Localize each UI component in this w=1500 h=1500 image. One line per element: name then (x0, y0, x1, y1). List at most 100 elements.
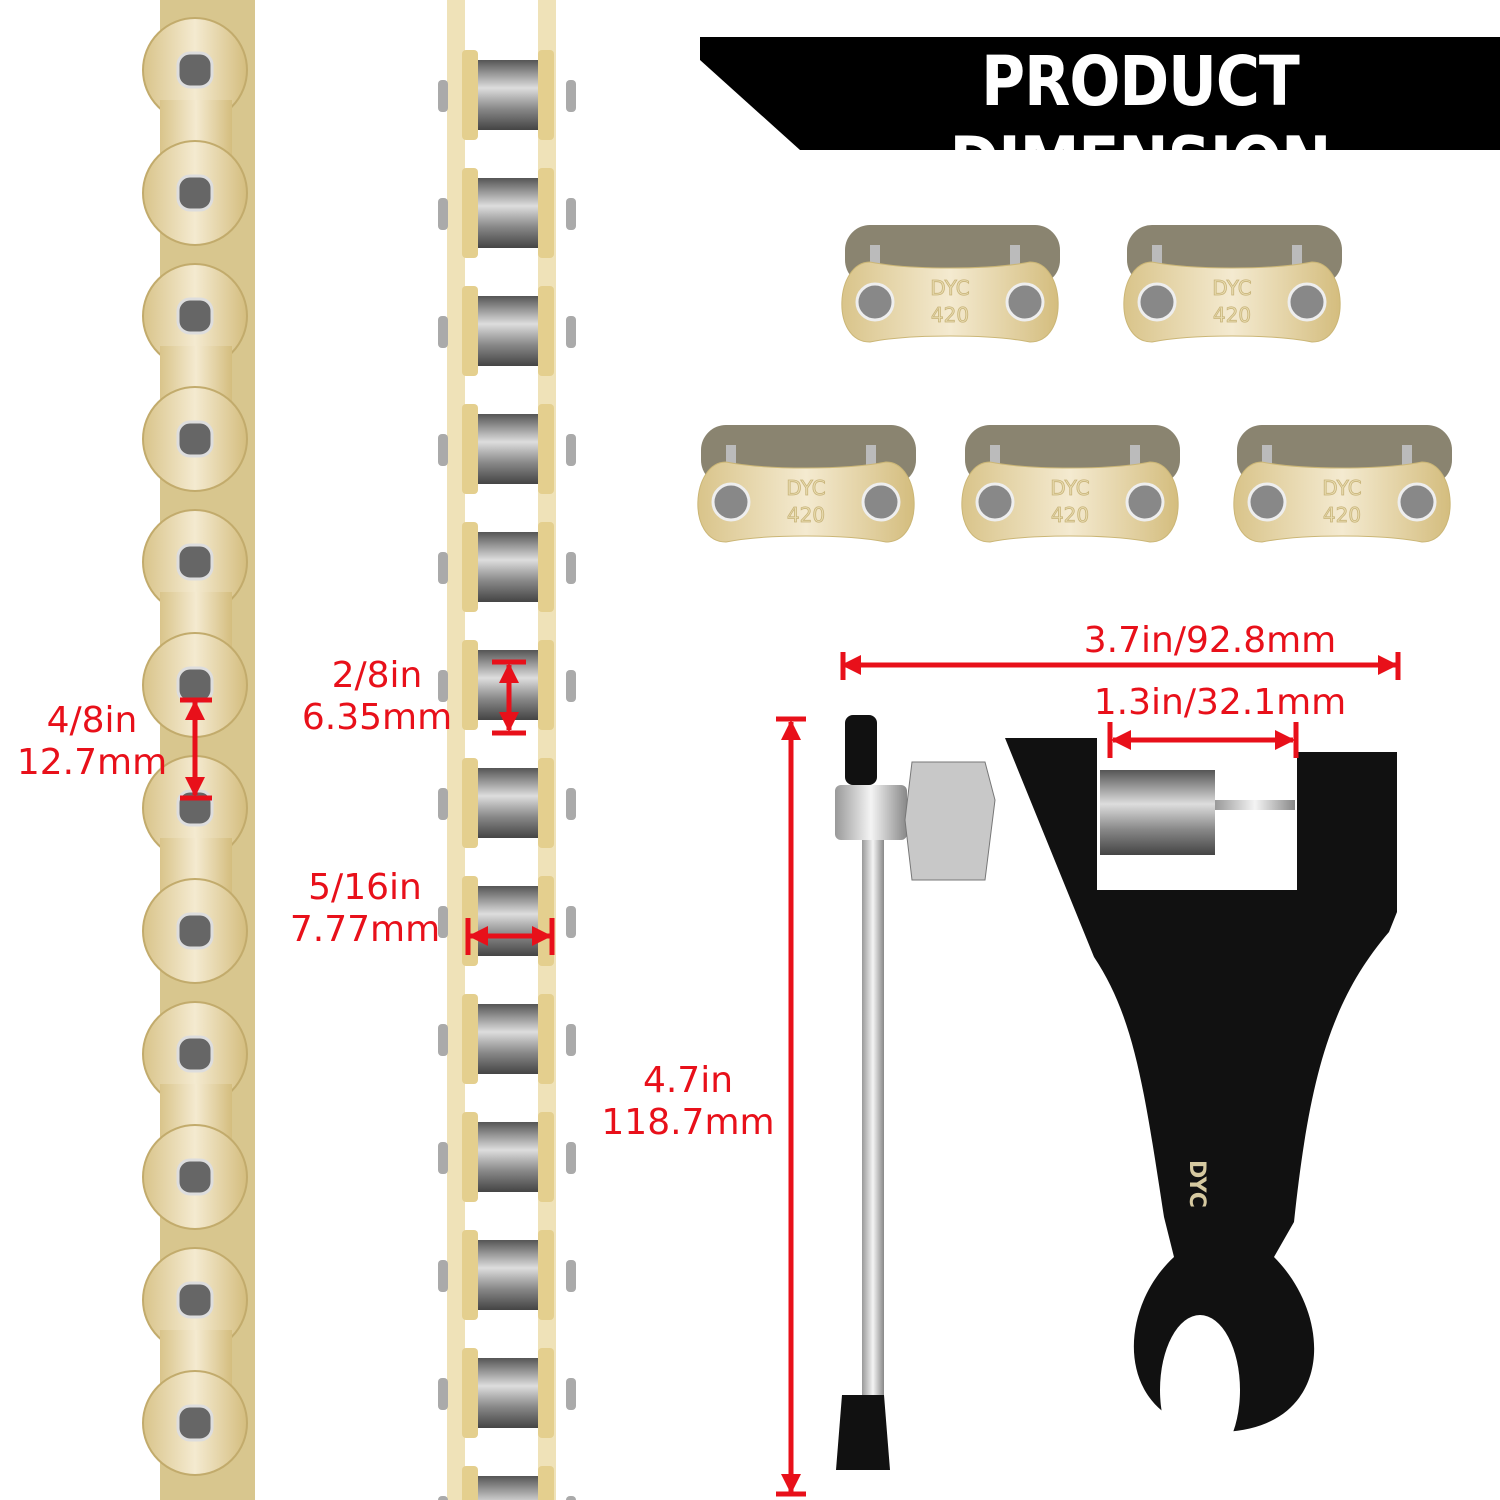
pin-end (438, 1260, 448, 1292)
master-link-logo: DYC (930, 276, 969, 300)
pin-end (438, 552, 448, 584)
pin-end (438, 1024, 448, 1056)
inner-plate (462, 994, 478, 1084)
master-link-pin-head (1125, 482, 1165, 522)
pin-hole (176, 912, 214, 950)
master-link-plate (697, 461, 915, 543)
inner-plate (462, 640, 478, 730)
roller (478, 414, 538, 484)
pin-end (438, 906, 448, 938)
pin-end (438, 1378, 448, 1410)
pin-end (566, 434, 576, 466)
inner-plate (538, 994, 554, 1084)
pin-end (438, 670, 448, 702)
roller (478, 532, 538, 602)
side-view-chain (142, 0, 255, 1500)
inner-plate (462, 522, 478, 612)
inner-plate (538, 286, 554, 376)
inner-width-imperial: 5/16in (308, 867, 422, 908)
master-link-logo: DYC (786, 476, 825, 500)
roller-diameter-imperial: 2/8in (331, 655, 423, 696)
pin-end (438, 434, 448, 466)
pin-end (566, 670, 576, 702)
roller (478, 886, 538, 956)
inner-plate (462, 1348, 478, 1438)
top-view-chain (438, 0, 576, 1500)
pin-hole (176, 1158, 214, 1196)
inner-plate (538, 758, 554, 848)
roller (478, 1358, 538, 1428)
tool-height-metric: 118.7mm (601, 1102, 775, 1143)
svg-text:DYC: DYC (1184, 1160, 1209, 1208)
roller (478, 1476, 538, 1500)
pin-end (438, 316, 448, 348)
master-link-size: 420 (787, 503, 825, 527)
master-link-pin-head (861, 482, 901, 522)
master-link-pin-head (975, 482, 1015, 522)
pin-end (566, 80, 576, 112)
chain-breaker-tool: DYC (835, 715, 1397, 1470)
roller-diameter-metric: 6.35mm (301, 697, 453, 738)
inner-plate (538, 522, 554, 612)
pin-end (438, 1496, 448, 1500)
master-link-pin-head (1137, 282, 1177, 322)
tool-width-label: 3.7in/92.8mm (1083, 620, 1337, 661)
side-plate-left (447, 0, 465, 1500)
pitch-label: 4/8in 12.7mm (12, 700, 172, 784)
pin-end (438, 80, 448, 112)
pin-hole (176, 420, 214, 458)
master-link-pin-head (855, 282, 895, 322)
inner-width-metric: 7.77mm (289, 909, 441, 950)
pin-end (566, 1260, 576, 1292)
inner-plate (538, 168, 554, 258)
roller (478, 296, 538, 366)
roller (478, 178, 538, 248)
inner-width-label: 5/16in 7.77mm (280, 867, 450, 951)
inner-plate (538, 50, 554, 140)
master-link-logo: DYC (1050, 476, 1089, 500)
pin-hole (176, 1404, 214, 1442)
master-link-size: 420 (1323, 503, 1361, 527)
pin-hole (176, 666, 214, 704)
banner-title: PRODUCT DIMENSION (949, 41, 1332, 203)
pin-hole (176, 174, 214, 212)
master-link: DYC 420 (961, 425, 1180, 543)
pin-end (438, 788, 448, 820)
master-link-size: 420 (1051, 503, 1089, 527)
master-link: DYC 420 (1123, 225, 1342, 343)
inner-plate (538, 404, 554, 494)
inner-plate (462, 1230, 478, 1320)
pin-end (438, 1142, 448, 1174)
inner-plate (462, 404, 478, 494)
roller (478, 768, 538, 838)
master-link-size: 420 (1213, 303, 1251, 327)
master-link-logo: DYC (1322, 476, 1361, 500)
master-link-logo: DYC (1212, 276, 1251, 300)
dimension-arrows (180, 652, 1401, 1497)
inner-plate (462, 758, 478, 848)
pitch-metric: 12.7mm (16, 742, 168, 783)
pin-end (566, 316, 576, 348)
master-link-pin-head (711, 482, 751, 522)
master-link-pin-head (1005, 282, 1045, 322)
master-link-plate (841, 261, 1059, 343)
master-link: DYC 420 (1233, 425, 1452, 543)
pin-end (566, 1024, 576, 1056)
pin-end (566, 552, 576, 584)
pitch-imperial: 4/8in (46, 700, 138, 741)
pin-hole (176, 297, 214, 335)
inner-plate (462, 1112, 478, 1202)
inner-plate (462, 50, 478, 140)
inner-plate (538, 1466, 554, 1500)
pin-hole (176, 51, 214, 89)
banner-background (700, 37, 1500, 150)
inner-plate (538, 1230, 554, 1320)
tool-height-label: 4.7in 118.7mm (598, 1060, 778, 1144)
pin-end (566, 788, 576, 820)
master-link-plate (961, 461, 1179, 543)
roller (478, 1240, 538, 1310)
inner-plate (462, 286, 478, 376)
master-link: DYC 420 (697, 425, 916, 543)
